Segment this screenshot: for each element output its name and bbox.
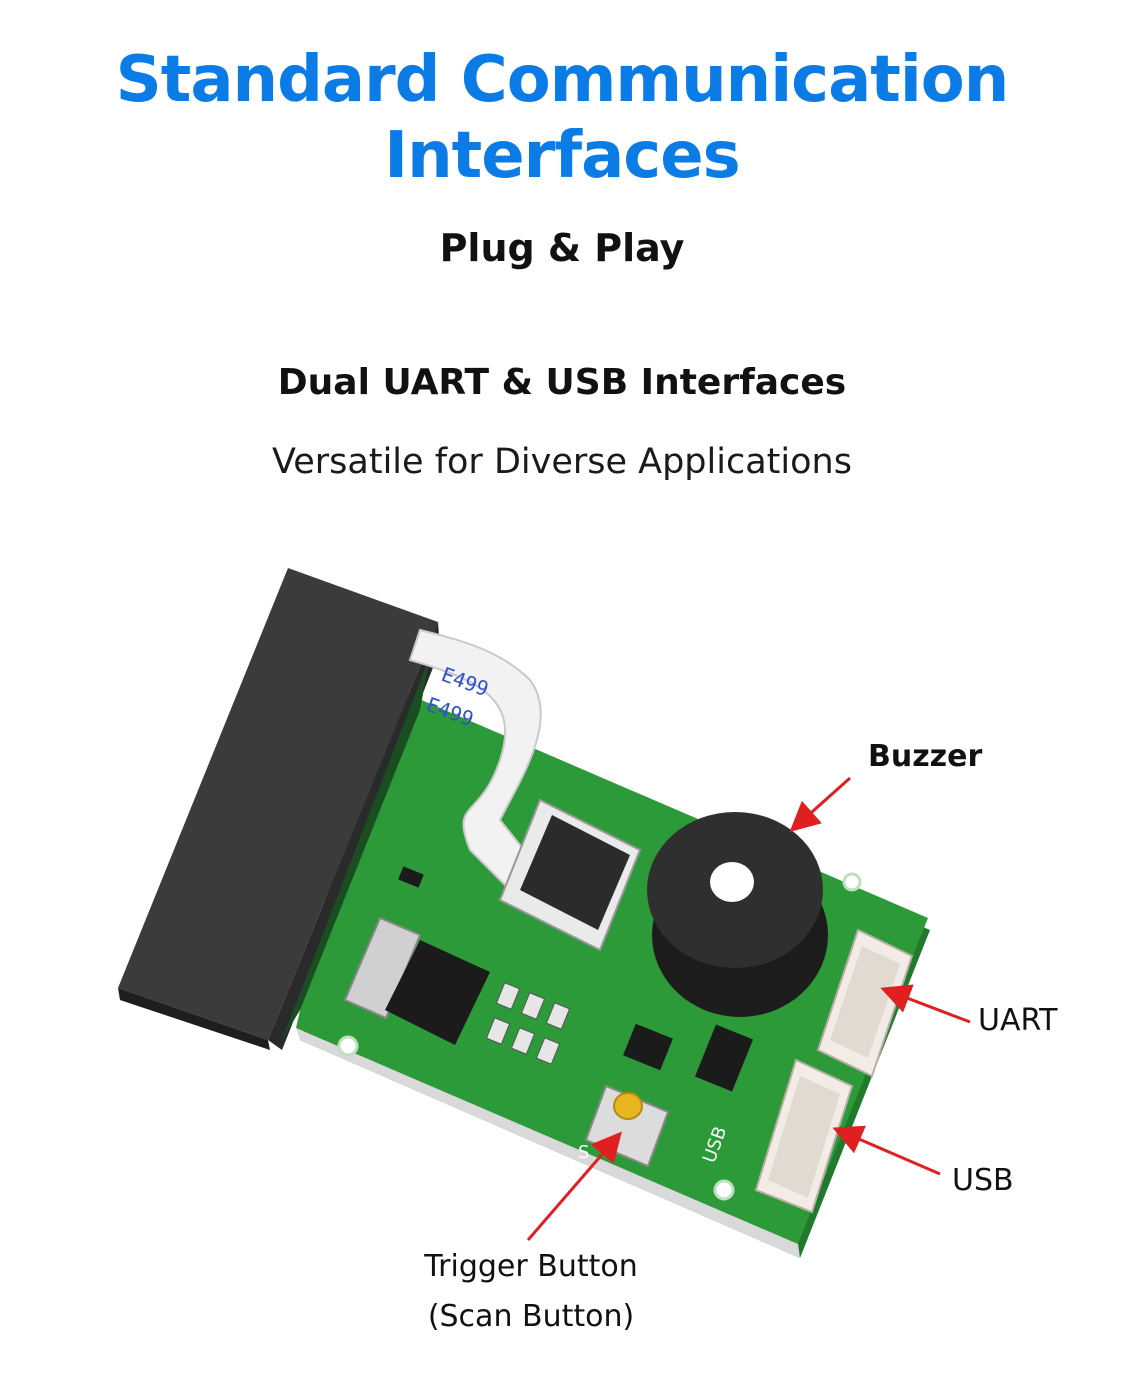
trigger-arrow	[526, 1131, 622, 1241]
uart-connector	[816, 928, 914, 1078]
uart-arrow	[880, 984, 971, 1024]
usb-arrow	[832, 1125, 941, 1176]
trigger-callout: Trigger Button (Scan Button)	[400, 1242, 662, 1342]
fpc-connector	[498, 798, 642, 952]
usb-connector: USB	[699, 1058, 854, 1214]
feature-heading: Dual UART & USB Interfaces	[277, 362, 847, 403]
scan-engine-module	[118, 568, 440, 1050]
buzzer-component	[647, 812, 828, 1017]
voltage-regulator	[343, 916, 490, 1045]
silk-s-label: S	[578, 1142, 589, 1163]
title-line-1: Standard Communication	[115, 43, 1010, 117]
subtitle: Plug & Play	[439, 226, 685, 270]
buzzer-callout: Buzzer	[868, 739, 983, 774]
page-title: Standard Communication Interfaces	[0, 42, 1124, 194]
uart-callout: UART	[978, 1003, 1058, 1038]
usb-callout: USB	[952, 1163, 1014, 1198]
trigger-callout-line-1: Trigger Button	[424, 1249, 638, 1284]
trigger-callout-line-2: (Scan Button)	[427, 1299, 635, 1334]
pcb-board	[296, 680, 930, 1258]
smd-components	[398, 866, 754, 1092]
feature-tagline: Versatile for Diverse Applications	[272, 442, 852, 482]
buzzer-arrow	[789, 776, 851, 832]
title-line-2: Interfaces	[384, 119, 740, 193]
